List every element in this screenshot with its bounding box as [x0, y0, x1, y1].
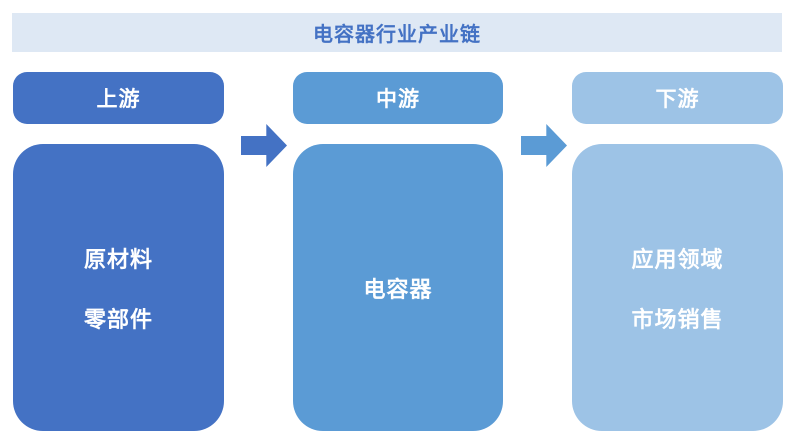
stage-header-midstream: 中游: [293, 72, 503, 124]
right-arrow-icon: [521, 124, 567, 167]
midstream-item-capacitor: 电容器: [363, 276, 433, 302]
stage-header-downstream: 下游: [572, 72, 783, 124]
upstream-item-components: 零部件: [83, 306, 153, 332]
upstream-item-raw-materials: 原材料: [83, 246, 153, 272]
stage-header-midstream-label: 中游: [376, 88, 420, 111]
stage-header-downstream-label: 下游: [655, 88, 700, 111]
stage-header-upstream-label: 上游: [96, 88, 141, 111]
downstream-item-market-sales: 市场销售: [631, 306, 724, 332]
stage-box-downstream: 应用领域 市场销售: [572, 144, 783, 431]
stage-header-upstream: 上游: [13, 72, 224, 124]
right-arrow-icon: [241, 124, 287, 167]
stage-box-upstream: 原材料 零部件: [13, 144, 224, 431]
diagram-title: 电容器行业产业链: [313, 24, 481, 46]
stage-box-midstream: 电容器: [293, 144, 503, 431]
downstream-item-application-fields: 应用领域: [631, 246, 724, 272]
diagram-title-band: 电容器行业产业链: [12, 13, 782, 52]
